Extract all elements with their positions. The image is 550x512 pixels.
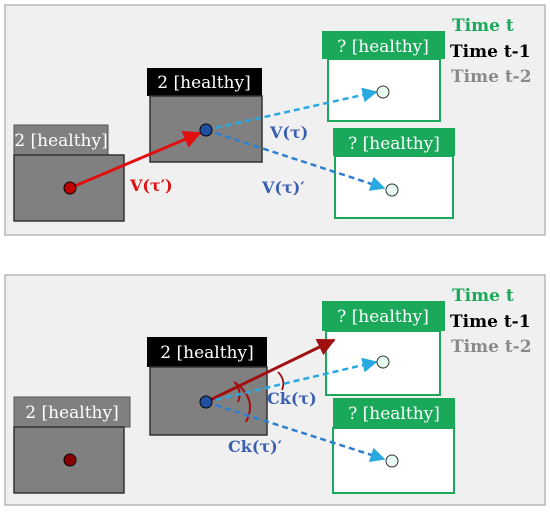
bottom-box-t-b-label: ? [healthy] — [348, 404, 440, 424]
bottom-angle-arc-upper — [277, 371, 285, 391]
bottom-label-cb: Ck(τ)′ — [228, 437, 282, 456]
top-label-va: V(τ) — [269, 123, 308, 142]
bottom-legend-time-t2: Time t-2 — [451, 337, 532, 357]
top-label-vprev: V(τ′) — [129, 176, 173, 195]
top-box-t2-label: 2 [healthy] — [14, 131, 107, 151]
top-box-t1-label: 2 [healthy] — [157, 73, 250, 93]
top-arrow-va — [205, 87, 378, 132]
top-label-vb: V(τ)′ — [261, 178, 305, 197]
top-dot-t-b — [385, 183, 399, 197]
top-box-t-b-label: ? [healthy] — [348, 134, 440, 154]
bottom-arrow-ca — [205, 357, 378, 404]
top-box-t1-header — [147, 68, 262, 96]
bottom-box-t-a-header — [322, 301, 445, 331]
bottom-dot-t1 — [199, 395, 213, 409]
top-box-t-b-header — [333, 128, 455, 156]
top-legend-time-t2: Time t-2 — [451, 67, 532, 87]
top-box-t-a-label: ? [healthy] — [337, 37, 429, 57]
bottom-arrow-direction — [205, 338, 336, 404]
top-arrow-vprev — [69, 131, 202, 190]
top-dot-t-a — [376, 85, 390, 99]
bottom-legend-time-t: Time t — [452, 286, 514, 306]
top-box-t2-header — [13, 124, 109, 156]
bottom-box-t2-label: 2 [healthy] — [25, 403, 118, 423]
bottom-dot-t2 — [63, 453, 77, 467]
bottom-legend-time-t1: Time t-1 — [450, 312, 531, 332]
bottom-arrow-cb — [205, 400, 386, 463]
bottom-dot-t-a — [376, 355, 390, 369]
bottom-box-t2-header — [13, 396, 131, 428]
bottom-angle-arc-small — [235, 383, 241, 403]
bottom-box-t1-header — [147, 337, 267, 367]
bottom-dot-t-b — [385, 454, 399, 468]
top-arrow-vb — [205, 128, 386, 191]
bottom-box-t-b-header — [333, 398, 455, 428]
bottom-angle-arc-large — [233, 381, 251, 423]
top-box-t-a-header — [322, 31, 445, 59]
top-dot-t1 — [199, 123, 213, 137]
top-legend-time-t: Time t — [452, 16, 514, 36]
bottom-box-t-a-label: ? [healthy] — [337, 307, 429, 327]
top-legend-time-t1: Time t-1 — [450, 42, 531, 62]
bottom-label-ca: Ck(τ) — [267, 389, 317, 408]
bottom-box-t1-label: 2 [healthy] — [160, 343, 253, 363]
top-dot-t2 — [63, 181, 77, 195]
